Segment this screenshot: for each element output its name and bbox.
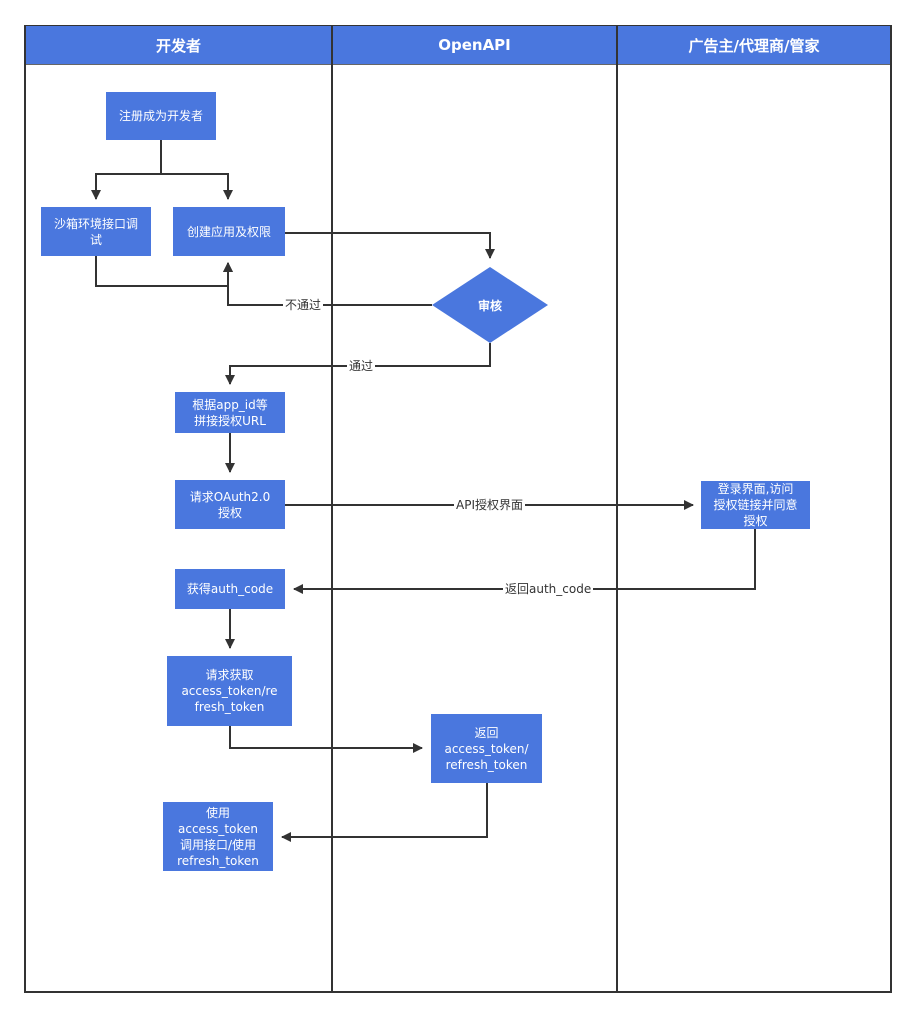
node-return-token: 返回 access_token/ refresh_token	[431, 714, 542, 783]
node-sandbox: 沙箱环境接口调 试	[41, 207, 151, 256]
node-create-app: 创建应用及权限	[173, 207, 285, 256]
edge-request-return	[229, 726, 423, 753]
edge-create-review	[285, 232, 495, 259]
node-register: 注册成为开发者	[106, 92, 216, 140]
lane-header-openapi: OpenAPI	[333, 26, 616, 64]
edge-return-use	[281, 783, 488, 842]
lane-header-developer: 开发者	[26, 26, 331, 64]
edge-login-authcode	[293, 529, 756, 594]
lane-header-advertiser: 广告主/代理商/管家	[618, 26, 890, 64]
edge-register-create	[161, 173, 233, 200]
node-auth-code: 获得auth_code	[175, 569, 285, 609]
edge-register-split	[91, 140, 162, 200]
node-oauth: 请求OAuth2.0 授权	[175, 480, 285, 529]
node-login: 登录界面,访问 授权链接并同意 授权	[701, 481, 810, 529]
node-review-label: 审核	[477, 298, 502, 313]
edge-sandbox-create	[95, 256, 233, 287]
review-diamond	[432, 267, 548, 343]
node-build-url: 根据app_id等 拼接授权URL	[175, 392, 285, 433]
node-request-token: 请求获取 access_token/re fresh_token	[167, 656, 292, 726]
edge-label-pass: 通过	[347, 359, 376, 373]
edge-review-reject	[223, 262, 432, 306]
edge-label-reject: 不通过	[283, 298, 324, 312]
edge-label-api-auth: API授权界面	[454, 498, 525, 512]
node-use-token: 使用 access_token 调用接口/使用 refresh_token	[163, 802, 273, 871]
edge-label-return-code: 返回auth_code	[503, 582, 594, 596]
